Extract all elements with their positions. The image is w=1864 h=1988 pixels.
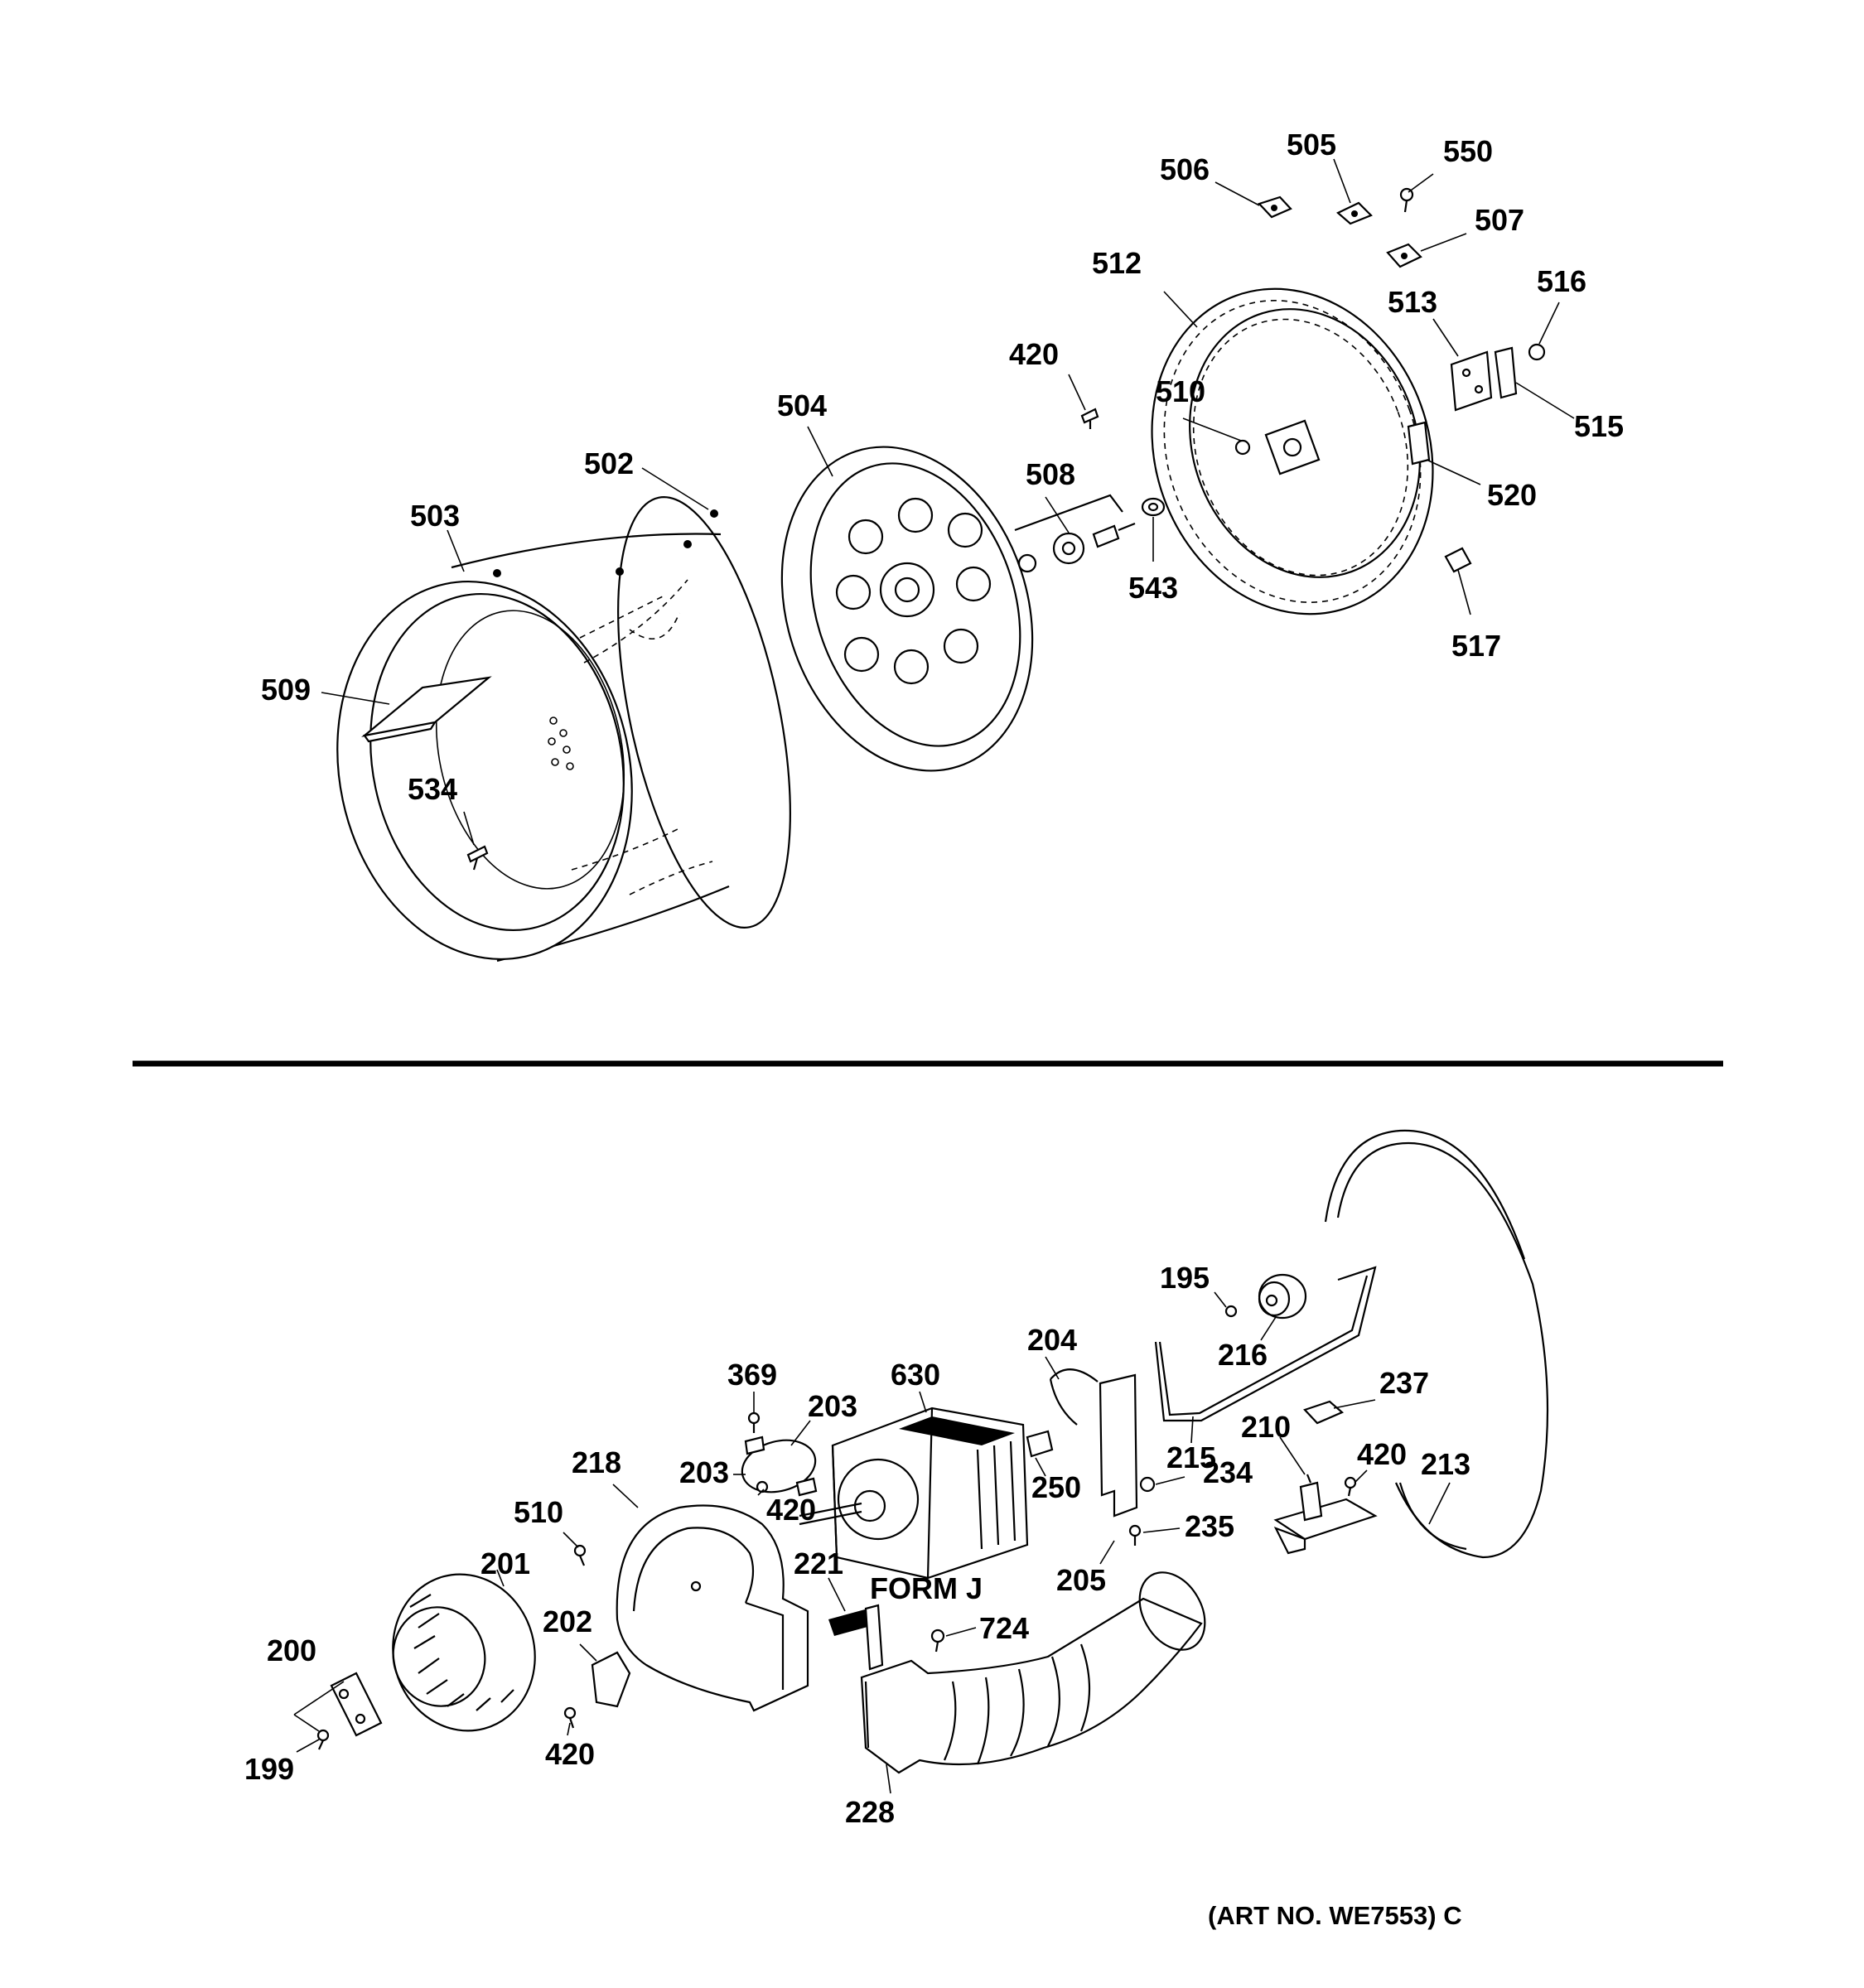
callout-507: 507 [1475,203,1524,237]
screw-420-right [1344,1476,1357,1497]
callout-513: 513 [1388,285,1437,319]
bearing-543 [1141,497,1166,517]
screw-550 [1399,187,1414,213]
screw-369 [747,1411,761,1433]
part-517 [1444,547,1472,573]
callout-210: 210 [1241,1410,1291,1444]
callout-369: 369 [727,1358,777,1392]
rear-bulkhead-512 [1151,287,1434,615]
callout-200: 200 [267,1633,316,1667]
drum-rear-504 [780,446,1034,772]
motor-bracket-205 [1049,1368,1138,1518]
callout-labels-bottom: 195 216 204 237 369 630 203 215 210 420 … [244,1261,1470,1829]
bracket-200 [330,1672,383,1737]
callout-516: 516 [1537,264,1586,298]
callout-216: 216 [1218,1338,1268,1372]
screw-534 [466,845,489,871]
callout-420-bottom: 420 [545,1737,595,1771]
callout-420-right: 420 [1357,1437,1407,1471]
callout-labels-top: 506 505 550 507 512 513 516 515 420 510 … [261,128,1624,806]
screw-420-bottom [563,1706,577,1729]
callout-250: 250 [1031,1470,1081,1504]
switch-237 [1303,1400,1345,1425]
idler-rod-215 [1154,1266,1377,1422]
callout-221: 221 [794,1546,843,1580]
callout-218: 218 [572,1445,621,1479]
nut-234 [1139,1476,1156,1493]
nut-516 [1528,343,1546,361]
clip-505 [1336,201,1373,225]
idler-pulley-216 [1258,1273,1307,1320]
motor-clamp-203 [741,1436,818,1497]
callout-235: 235 [1185,1509,1234,1543]
callout-510-top: 510 [1156,374,1205,408]
callout-543: 543 [1128,571,1178,605]
callout-213: 213 [1421,1447,1470,1481]
callout-199: 199 [244,1752,294,1786]
leader-lines-bottom [293,1291,1451,1794]
screw-510-bottom [573,1544,587,1566]
screw-510-top [1234,439,1251,456]
callout-508: 508 [1026,457,1075,491]
callout-204: 204 [1027,1323,1077,1357]
callout-202: 202 [543,1604,592,1638]
art-number: (ART NO. WE7553) C [1208,1901,1462,1930]
leader-lines-top [321,158,1575,846]
drum-503 [336,496,791,963]
callout-234: 234 [1203,1455,1253,1489]
screw-724 [930,1629,945,1653]
callout-724: 724 [979,1611,1029,1645]
callout-420-motor: 420 [766,1493,816,1527]
part-221-strip [864,1604,884,1671]
callout-534: 534 [408,772,457,806]
screw-502 [493,509,718,577]
screw-420-top [1080,408,1099,429]
exhaust-duct-228 [860,1571,1206,1774]
callout-420-top: 420 [1009,337,1059,371]
bracket-513 [1450,350,1493,412]
callout-502: 502 [584,446,634,480]
blower-clip-202 [591,1651,631,1708]
callout-505: 505 [1287,128,1336,162]
callout-504: 504 [777,388,827,422]
callout-205: 205 [1056,1563,1106,1597]
motor-630 [799,1407,1054,1580]
washer-195 [1224,1305,1238,1318]
callout-228: 228 [845,1795,895,1829]
callout-630: 630 [891,1358,940,1392]
bearing-assembly-508 [1014,494,1136,573]
form-j-label: FORM J [870,1571,983,1605]
blower-wheel-201 [392,1573,536,1732]
baffle-509 [361,676,492,743]
callout-517: 517 [1451,629,1501,663]
screw-199 [316,1729,330,1750]
callout-215: 215 [1166,1440,1216,1474]
drive-belt-213 [1324,1129,1549,1559]
callout-510-bottom: 510 [514,1495,563,1529]
callout-203-b: 203 [679,1455,729,1489]
callout-520: 520 [1487,478,1537,512]
callout-503: 503 [410,499,460,533]
callout-515: 515 [1574,409,1624,443]
callout-512: 512 [1092,246,1142,280]
callout-509: 509 [261,673,311,707]
callout-203-a: 203 [808,1389,857,1423]
clip-506 [1258,195,1292,219]
callout-550: 550 [1443,134,1493,168]
callout-237: 237 [1379,1366,1429,1400]
motor-switch-bracket-210 [1273,1474,1378,1555]
callout-201: 201 [480,1546,530,1580]
clip-515 [1494,346,1518,399]
callout-506: 506 [1160,152,1210,186]
screw-235 [1128,1524,1142,1546]
clip-507 [1386,243,1422,268]
blower-housing-218 [616,1504,809,1712]
callout-195: 195 [1160,1261,1210,1295]
